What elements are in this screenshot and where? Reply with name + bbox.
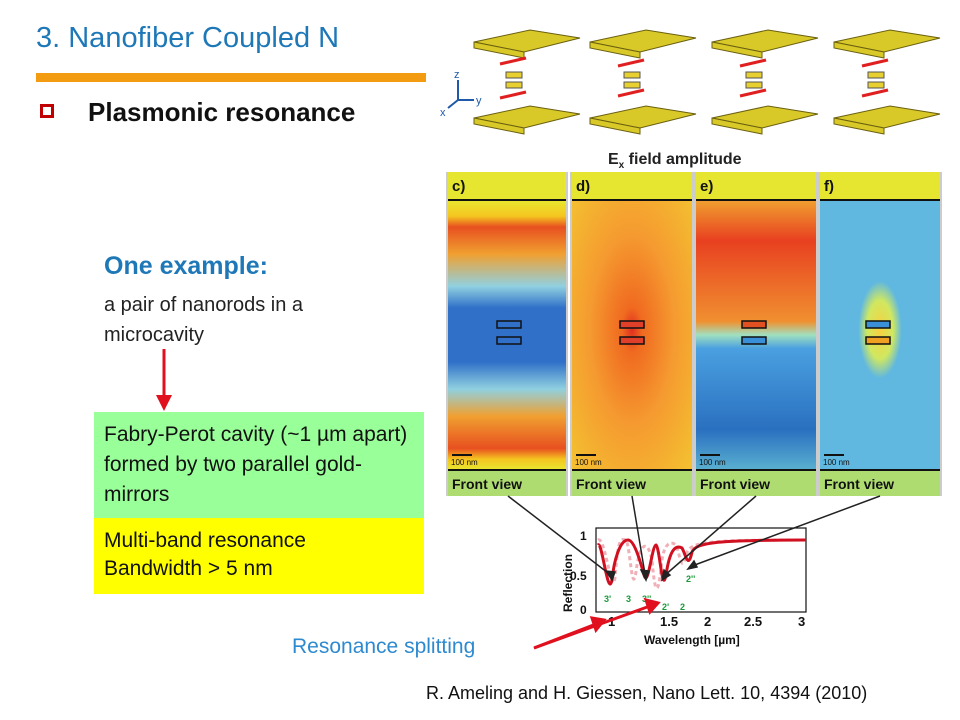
multiband-box bbox=[94, 518, 424, 594]
panel-view-f: Front view bbox=[824, 476, 894, 492]
panel-view-c: Front view bbox=[452, 476, 522, 492]
plot-ylabel: Reflection bbox=[561, 554, 575, 612]
panel-view-e: Front view bbox=[700, 476, 770, 492]
xyz-axes-icon: z y x bbox=[440, 69, 482, 119]
bullet-square-icon bbox=[40, 104, 54, 118]
ytick-0: 0 bbox=[580, 603, 587, 617]
splitting-arrows bbox=[533, 597, 661, 650]
scale-label-f: 100 nm bbox=[823, 458, 850, 467]
axis-x-label: x bbox=[440, 107, 446, 119]
ytick-0.5: 0.5 bbox=[570, 569, 587, 583]
scale-label-e: 100 nm bbox=[699, 458, 726, 467]
bullet-heading: Plasmonic resonance bbox=[88, 97, 356, 127]
field-arrows bbox=[499, 56, 889, 100]
nanorod-pairs bbox=[505, 71, 885, 89]
plot-xlabel: Wavelength [µm] bbox=[644, 633, 740, 647]
fabry-perot-box bbox=[94, 412, 424, 518]
scale-bars: 100 nm 100 nm 100 nm 100 nm bbox=[451, 454, 850, 467]
axis-y-label: y bbox=[476, 95, 482, 107]
field-title: Ex field amplitude bbox=[608, 151, 742, 171]
xtick-2: 2 bbox=[704, 614, 711, 629]
xtick-1: 1 bbox=[608, 614, 615, 629]
mode-label-2pp: 2'' bbox=[686, 574, 695, 584]
mode-label-3: 3 bbox=[626, 594, 631, 604]
panel-label-e: e) bbox=[700, 178, 713, 195]
panel-view-d: Front view bbox=[576, 476, 646, 492]
xtick-3: 3 bbox=[798, 614, 805, 629]
slide-title: 3. Nanofiber Coupled N bbox=[36, 22, 340, 54]
mirror-schematics bbox=[473, 29, 941, 135]
axis-z-label: z bbox=[454, 69, 460, 81]
resonance-splitting-label: Resonance splitting bbox=[292, 635, 476, 658]
scale-label-d: 100 nm bbox=[575, 458, 602, 467]
multiband-line-1: Multi-band resonance bbox=[104, 529, 306, 552]
mode-label-2: 2 bbox=[680, 602, 685, 612]
fabry-perot-text: Fabry-Perot cavity (~1 µm apart) formed … bbox=[104, 423, 408, 506]
connector-lines bbox=[507, 495, 881, 582]
multiband-line-2: Bandwidth > 5 nm bbox=[104, 557, 273, 580]
xtick-2.5: 2.5 bbox=[744, 614, 762, 629]
mode-label-3p: 3' bbox=[604, 594, 611, 604]
down-arrow-icon bbox=[156, 349, 172, 411]
ytick-1: 1 bbox=[580, 529, 587, 543]
mode-label-2p: 2' bbox=[662, 602, 669, 612]
xtick-1.5: 1.5 bbox=[660, 614, 678, 629]
title-underline bbox=[36, 73, 426, 82]
panel-label-f: f) bbox=[824, 178, 834, 195]
example-heading: One example: bbox=[104, 252, 268, 280]
panel-label-d: d) bbox=[576, 178, 590, 195]
scale-label-c: 100 nm bbox=[451, 458, 478, 467]
panel-label-c: c) bbox=[452, 178, 465, 195]
example-description: a pair of nanorods in a microcavity bbox=[104, 294, 304, 346]
citation: R. Ameling and H. Giessen, Nano Lett. 10… bbox=[426, 683, 868, 703]
field-panels bbox=[446, 172, 942, 496]
multiband-text: Multi-band resonance Bandwidth > 5 nm bbox=[104, 527, 422, 583]
